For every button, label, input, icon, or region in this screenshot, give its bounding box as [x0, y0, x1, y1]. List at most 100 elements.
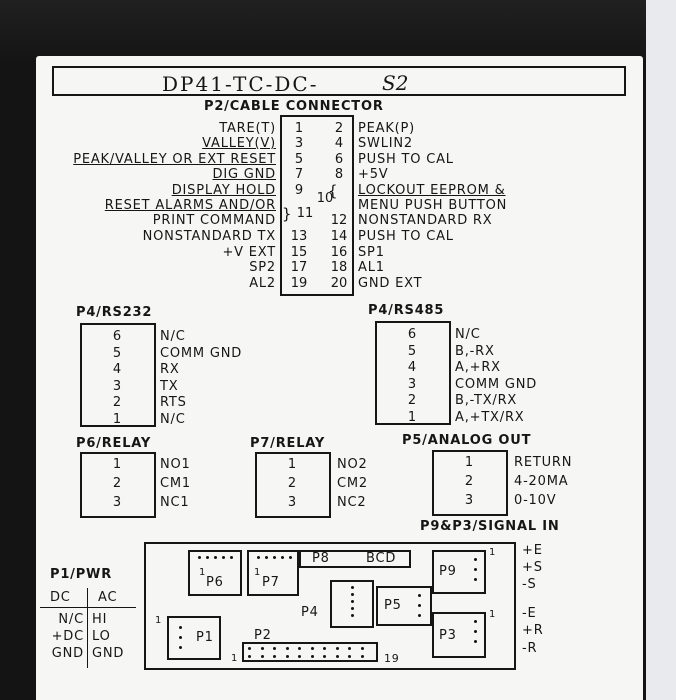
- p2-pin-left: 15: [290, 245, 308, 260]
- p4_rs232-label: N/C: [160, 329, 186, 344]
- signal-in-heading: P9&P3/SIGNAL IN: [420, 519, 560, 534]
- pin-dot: [298, 655, 301, 658]
- pin-dot: [335, 647, 339, 650]
- p7_relay-pin: 2: [287, 476, 297, 491]
- pin-dot: [248, 655, 251, 658]
- signal-in-label: +R: [522, 623, 544, 638]
- p1-pwr-heading: P1/PWR: [50, 567, 112, 582]
- pin-dot: [351, 586, 354, 589]
- board-p4-header: [330, 580, 374, 628]
- pin-dot: [351, 607, 354, 610]
- p5_analog-pin: 2: [464, 474, 474, 489]
- p2-pin-left: 19: [290, 276, 308, 291]
- p2-right-label: SWLIN2: [358, 136, 413, 151]
- signal-in-label: -R: [522, 641, 538, 656]
- p4_rs232-pin: 1: [112, 411, 122, 427]
- model-number: DP41-TC-DC-: [162, 72, 319, 96]
- p6_relay-label: NO1: [160, 457, 191, 472]
- board-p9: [432, 550, 486, 594]
- p5_analog-label: 4-20MA: [514, 474, 569, 489]
- p4_rs232-label: TX: [160, 378, 179, 394]
- p2-pin1-mark: 1: [231, 653, 239, 664]
- pin-dot: [360, 647, 364, 650]
- pin-dot: [418, 594, 421, 597]
- pin-dot: [348, 655, 351, 658]
- p1-table-rule: [40, 607, 136, 608]
- pin-dot: [418, 614, 421, 617]
- board-p5-label: P5: [384, 598, 402, 613]
- p5_analog-pin: 1: [464, 455, 474, 470]
- p7-relay-box: [255, 452, 331, 518]
- p1-ac-value: GND: [92, 646, 125, 661]
- p2-right-label: +5V: [358, 167, 389, 182]
- p2-right-label: PEAK(P): [358, 121, 416, 136]
- pin-dot: [273, 556, 276, 559]
- p2-right-label: NONSTANDARD RX: [358, 213, 493, 228]
- circuit-board-outline: [144, 542, 516, 670]
- pin-dot: [348, 647, 351, 650]
- bracket-10: {: [328, 182, 339, 200]
- board-p2-header: [242, 642, 378, 662]
- p4_rs232-pin: 3: [112, 378, 122, 394]
- p2-pin-right: 18: [330, 260, 348, 275]
- p4_rs232-pin: 2: [112, 395, 122, 410]
- pin-dot: [474, 640, 477, 643]
- p2-pin-right: 4: [334, 136, 344, 151]
- p4_rs485-label: A,+TX/RX: [455, 409, 525, 425]
- pin-dot: [323, 655, 326, 658]
- p2-pin-right: 2: [334, 121, 344, 136]
- p2-left-label: AL2: [249, 276, 276, 291]
- p4-rs232-box: [80, 323, 156, 427]
- p3-pin1-mark: 1: [489, 609, 497, 620]
- background-right: [646, 0, 676, 700]
- signal-in-label: +S: [522, 560, 543, 575]
- board-p6: [188, 550, 242, 596]
- p2-pin-right: 14: [330, 229, 348, 244]
- p1-pin1-mark: 1: [155, 615, 163, 626]
- pin-dot: [248, 647, 251, 650]
- p7_relay-label: NC2: [337, 495, 367, 510]
- p4_rs485-label: COMM GND: [455, 376, 538, 392]
- pin-dot: [298, 647, 301, 650]
- p2-pin-left: 3: [294, 136, 304, 151]
- p5-analog-heading: P5/ANALOG OUT: [402, 433, 532, 448]
- p2-pin-left: 7: [294, 167, 304, 182]
- pin-dot: [179, 636, 182, 639]
- p5_analog-label: 0-10V: [514, 493, 557, 508]
- p9-pin1-mark: 1: [489, 547, 497, 558]
- p2-right-label: GND EXT: [358, 276, 423, 291]
- p6-pin1-mark: 1: [199, 567, 207, 578]
- p1-dc-value: +DC: [51, 629, 84, 644]
- pin-dot: [418, 604, 421, 607]
- p4-rs485-heading: P4/RS485: [368, 303, 445, 318]
- pin-dot: [214, 556, 217, 559]
- p2-pin-left: 5: [294, 152, 304, 167]
- board-p4-label: P4: [301, 605, 319, 620]
- p4_rs485-pin: 5: [407, 343, 417, 359]
- pin-dot: [360, 655, 364, 658]
- p2-pin-right: 8: [334, 167, 344, 182]
- p2-left-label: VALLEY(V): [202, 136, 276, 151]
- device-housing-top: [0, 0, 646, 60]
- bracket-11: }: [282, 205, 293, 223]
- p4_rs232-label: N/C: [160, 411, 186, 427]
- pin-dot: [289, 556, 292, 559]
- p5_analog-label: RETURN: [514, 455, 573, 470]
- p2-left-label: TARE(T): [219, 121, 276, 136]
- pin-dot: [323, 647, 326, 650]
- pin-dot: [474, 620, 477, 623]
- pin-dot: [351, 614, 354, 617]
- p7_relay-label: CM2: [337, 476, 368, 491]
- p2-left-label: RESET ALARMS AND/OR: [104, 198, 276, 213]
- p2-right-label: MENU PUSH BUTTON: [358, 198, 508, 213]
- p7_relay-pin: 3: [287, 495, 297, 510]
- p6_relay-pin: 3: [112, 495, 122, 510]
- p2-left-label: PEAK/VALLEY OR EXT RESET: [73, 152, 276, 167]
- pin-dot: [222, 556, 225, 559]
- p4_rs232-label: RTS: [160, 395, 187, 410]
- p1-ac-header: AC: [98, 590, 118, 605]
- pin-dot: [351, 593, 354, 596]
- p7-pin1-mark: 1: [254, 567, 262, 578]
- signal-in-label: -S: [522, 577, 537, 592]
- p1-dc-header: DC: [50, 590, 71, 605]
